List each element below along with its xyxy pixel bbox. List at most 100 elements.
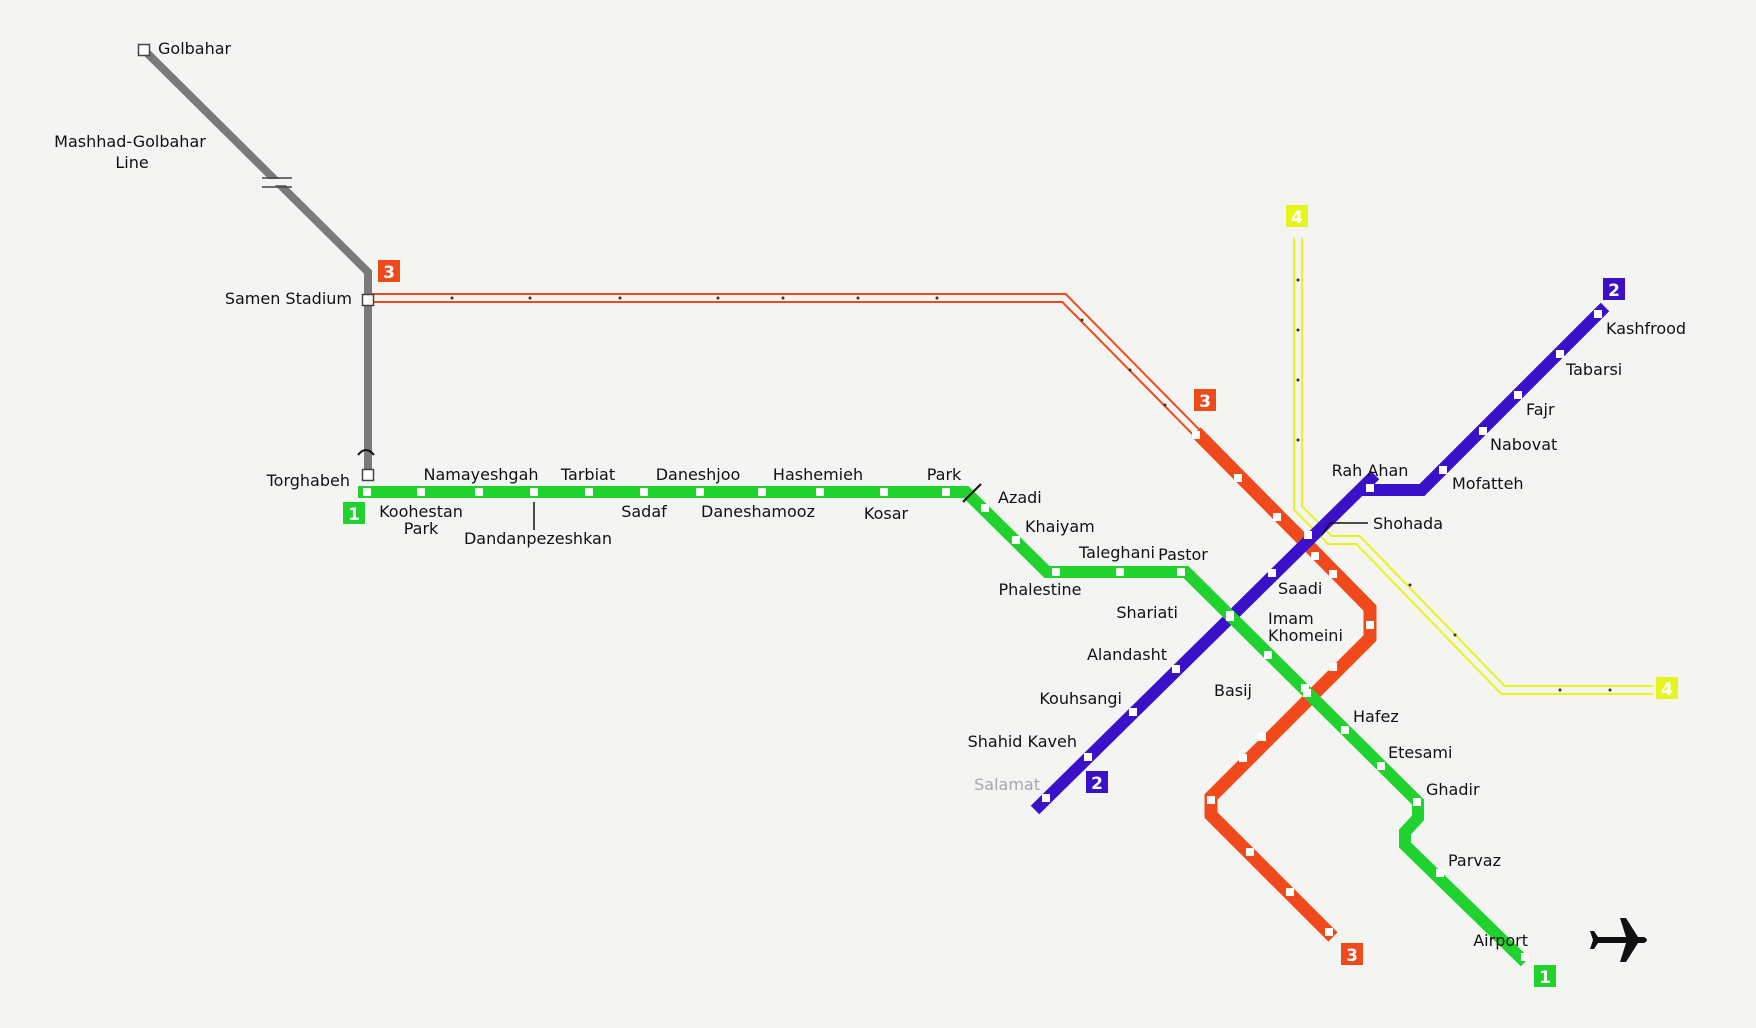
planned-station-dot — [1296, 378, 1300, 382]
station-label: Shahid Kaveh — [968, 732, 1077, 751]
station-marker[interactable] — [1268, 569, 1276, 577]
station-marker[interactable] — [137, 43, 151, 57]
station-marker[interactable] — [696, 488, 704, 496]
station-marker[interactable] — [1304, 531, 1312, 539]
station-marker[interactable] — [530, 488, 538, 496]
line-badge-line3: 3 — [1194, 389, 1216, 412]
golbahar-line-caption-2: Line — [115, 153, 148, 172]
station-label: Kashfrood — [1606, 319, 1686, 338]
station-label: Alandasht — [1087, 645, 1167, 664]
station-marker[interactable] — [1234, 474, 1242, 482]
station-marker[interactable] — [1303, 689, 1311, 697]
station-marker[interactable] — [1192, 431, 1200, 439]
station-marker[interactable] — [1116, 568, 1124, 576]
station-marker[interactable] — [1207, 796, 1215, 804]
station-marker[interactable] — [1366, 484, 1374, 492]
station-marker[interactable] — [1129, 708, 1137, 716]
planned-station-dot — [781, 296, 785, 300]
station-marker[interactable] — [880, 488, 888, 496]
station-label: Khaiyam — [1025, 517, 1095, 536]
station-marker[interactable] — [1556, 350, 1564, 358]
station-marker[interactable] — [1439, 466, 1447, 474]
station-label: Samen Stadium — [225, 289, 352, 308]
station-marker[interactable] — [1172, 665, 1180, 673]
station-marker[interactable] — [1239, 754, 1247, 762]
line-badge-label: 4 — [1661, 680, 1673, 700]
station-marker[interactable] — [363, 488, 371, 496]
line-1-break-mark — [962, 483, 982, 503]
station-marker[interactable] — [1042, 794, 1050, 802]
line-badge-label: 3 — [383, 263, 395, 283]
station-marker[interactable] — [1479, 427, 1487, 435]
planned-station-dot — [1608, 688, 1612, 692]
station-marker[interactable] — [981, 504, 989, 512]
golbahar-line — [141, 47, 372, 470]
station-marker[interactable] — [816, 488, 824, 496]
golbahar-line-connector — [357, 449, 375, 456]
golbahar-line-caption-1: Mashhad-Golbahar — [54, 132, 206, 151]
station-marker[interactable] — [1012, 536, 1020, 544]
line-badge-line3: 3 — [378, 260, 400, 283]
station-label: Phalestine — [999, 580, 1082, 599]
station-marker[interactable] — [1246, 848, 1254, 856]
station-label: Torghabeh — [266, 471, 350, 490]
station-marker[interactable] — [1366, 621, 1374, 629]
station-marker[interactable] — [1594, 310, 1602, 318]
line-badge-line4: 4 — [1656, 677, 1678, 700]
station-marker[interactable] — [1377, 762, 1385, 770]
station-marker[interactable] — [758, 488, 766, 496]
station-label: Mofatteh — [1452, 474, 1524, 493]
station-marker[interactable] — [1286, 888, 1294, 896]
planned-station-dot — [450, 296, 454, 300]
station-markers — [137, 43, 1612, 961]
station-marker[interactable] — [1329, 570, 1337, 578]
line-badge-line2: 2 — [1086, 771, 1108, 794]
station-marker[interactable] — [1258, 733, 1266, 741]
station-marker[interactable] — [1413, 798, 1421, 806]
station-marker[interactable] — [1264, 651, 1272, 659]
station-marker[interactable] — [1521, 953, 1529, 961]
station-marker[interactable] — [1226, 611, 1234, 619]
station-label: Dandanpezeshkan — [464, 529, 612, 548]
station-label: Basij — [1214, 681, 1252, 700]
station-marker[interactable] — [1273, 513, 1281, 521]
line-badge-label: 3 — [1346, 946, 1358, 966]
station-marker[interactable] — [1514, 391, 1522, 399]
station-marker[interactable] — [1301, 684, 1309, 692]
planned-station-dot — [1296, 438, 1300, 442]
shohada-leader-line — [1321, 522, 1368, 536]
station-label: Salamat — [974, 775, 1040, 794]
station-marker[interactable] — [942, 488, 950, 496]
station-marker[interactable] — [1329, 663, 1337, 671]
station-label: Rah Ahan — [1332, 461, 1409, 480]
station-marker[interactable] — [585, 488, 593, 496]
station-marker[interactable] — [475, 488, 483, 496]
station-marker[interactable] — [417, 488, 425, 496]
station-label: Ghadir — [1426, 780, 1480, 799]
station-label: Saadi — [1278, 579, 1322, 598]
planned-station-dot — [1163, 403, 1167, 407]
station-marker[interactable] — [1052, 568, 1060, 576]
line-badge-line2: 2 — [1603, 278, 1625, 301]
station-marker[interactable] — [1311, 552, 1319, 560]
station-marker[interactable] — [361, 468, 375, 482]
line-3-planned-inner — [372, 295, 1199, 435]
station-marker[interactable] — [361, 293, 375, 307]
station-marker[interactable] — [1177, 568, 1185, 576]
station-label: Park — [927, 465, 962, 484]
station-label: Nabovat — [1490, 435, 1557, 454]
station-label: Kosar — [864, 504, 909, 523]
planned-station-dot — [1408, 583, 1412, 587]
station-marker[interactable] — [1341, 726, 1349, 734]
station-label: Namayeshgah — [423, 465, 538, 484]
station-label: Etesami — [1388, 743, 1452, 762]
station-label: Parvaz — [1448, 851, 1501, 870]
station-marker[interactable] — [1325, 928, 1333, 936]
station-label: Shohada — [1373, 514, 1443, 533]
station-marker[interactable] — [640, 488, 648, 496]
station-marker[interactable] — [1084, 753, 1092, 761]
station-marker[interactable] — [1436, 869, 1444, 877]
